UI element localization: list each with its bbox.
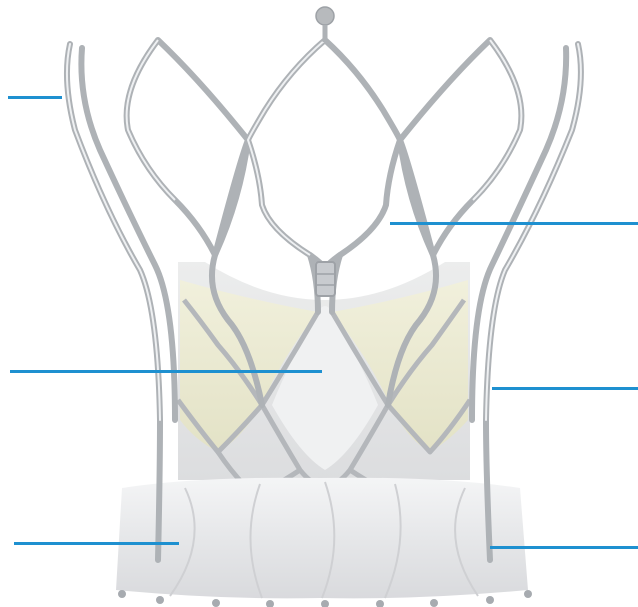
callout-line-outer-skirt-left (14, 542, 179, 545)
commissure-lock (316, 262, 335, 296)
callout-line-inner-frame (492, 387, 638, 390)
callout-line-outflow-frame (390, 222, 638, 225)
callout-line-leaflet (10, 370, 322, 373)
outer-skirt (116, 478, 528, 599)
top-eyelet (316, 7, 334, 25)
callout-line-outer-skirt-right (490, 546, 638, 549)
callout-line-commissural-post (8, 96, 62, 99)
